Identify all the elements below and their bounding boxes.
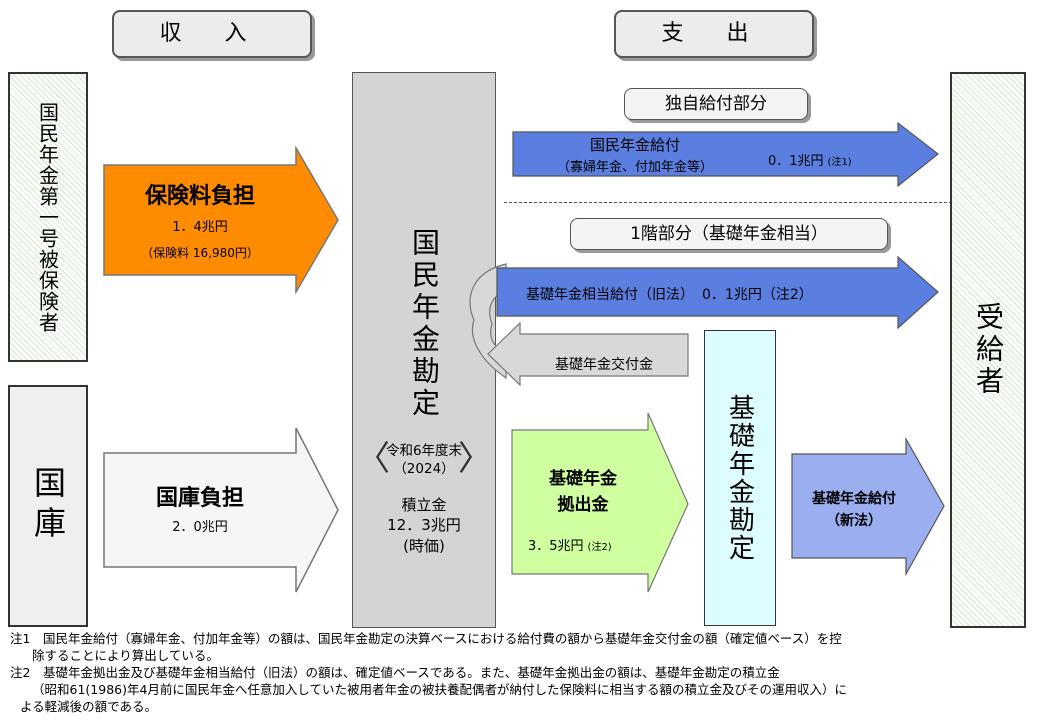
note1-line1: 注1 国民年金給付（寡婦年金、付加年金等）の額は、国民年金勘定の決算ベースにおけ… [10, 631, 842, 646]
note1-line2: 除することにより算出している。 [32, 648, 219, 663]
insured-persons-box: 国民年金第一号被保険者 [8, 72, 88, 362]
recipients-label: 受給者 [972, 302, 1005, 398]
basic-pension-grant-arrow [487, 321, 689, 387]
basic-pension-contribution-amount: 3．5兆円(注2) [528, 539, 612, 554]
basic-pension-benefit-arrow [791, 436, 945, 577]
basic-pension-benefit-label: 基礎年金給付 [812, 491, 896, 507]
bracket-right: 〉 [458, 439, 492, 479]
treasury-box: 国庫 [8, 385, 88, 627]
note2-line2: （昭和61(1986)年4月前に国民年金へ任意加入していた被用者年金の被扶養配偶… [32, 682, 848, 697]
basic-pension-contribution-title: 基礎年金拠出金 [549, 469, 617, 515]
basic-pension-account-label: 基礎年金勘定 [724, 394, 755, 562]
basic-pension-grant-label: 基礎年金交付金 [555, 357, 653, 373]
reserve-period: 〈 令和6年度末（2024） 〉 [356, 439, 492, 479]
tier1-pill: 1階部分（基礎年金相当） [570, 218, 888, 250]
national-pension-account-title: 国民年金勘定 [408, 228, 441, 420]
treasury-burden-title: 国庫負担 [155, 486, 244, 511]
reserve-label: 積立金 [401, 496, 447, 514]
premium-note: （保険料 16,980円） [141, 246, 259, 260]
basic-pension-account-box: 基礎年金勘定 [704, 330, 776, 626]
basic-pension-benefit-sub: （新法） [826, 513, 882, 529]
note2-line3: よる軽減後の額である。 [20, 699, 158, 714]
national-pension-benefit-sub: （寡婦年金、付加年金等） [556, 160, 713, 175]
old-law-benefit-arrow [496, 255, 939, 330]
insured-persons-label: 国民年金第一号被保険者 [35, 101, 60, 333]
reserve-amount: 12．3兆円 [387, 516, 461, 534]
note2-line1: 注2 基礎年金拠出金及び基礎年金相当給付（旧法）の額は、確定値ベースである。また… [10, 665, 780, 680]
bracket-left: 〈 [356, 439, 390, 479]
recipients-box: 受給者 [950, 72, 1026, 628]
national-pension-benefit-amount: 0．1兆円(注1) [768, 154, 852, 169]
expense-header: 支 出 [614, 10, 814, 58]
own-benefit-pill: 独自給付部分 [624, 88, 808, 120]
treasury-label: 国庫 [29, 466, 67, 546]
treasury-arrow [103, 427, 339, 593]
basic-pension-contribution-arrow [511, 412, 689, 593]
footnotes: 注1 国民年金給付（寡婦年金、付加年金等）の額は、国民年金勘定の決算ベースにおけ… [10, 630, 1038, 715]
reserve-basis: (時価) [403, 537, 445, 555]
national-pension-benefit-title: 国民年金給付 [589, 136, 680, 154]
premium-arrow [103, 145, 339, 295]
treasury-burden-amount: 2．0兆円 [172, 520, 228, 535]
premium-amount: 1．4兆円 [172, 220, 228, 235]
national-pension-account-box [352, 72, 496, 628]
divider-line [504, 202, 952, 203]
old-law-benefit-label: 基礎年金相当給付（旧法）0．1兆円（注2） [526, 287, 813, 303]
premium-title: 保険料負担 [144, 184, 255, 209]
national-pension-benefit-arrow [512, 121, 939, 188]
income-header: 収 入 [112, 10, 312, 58]
